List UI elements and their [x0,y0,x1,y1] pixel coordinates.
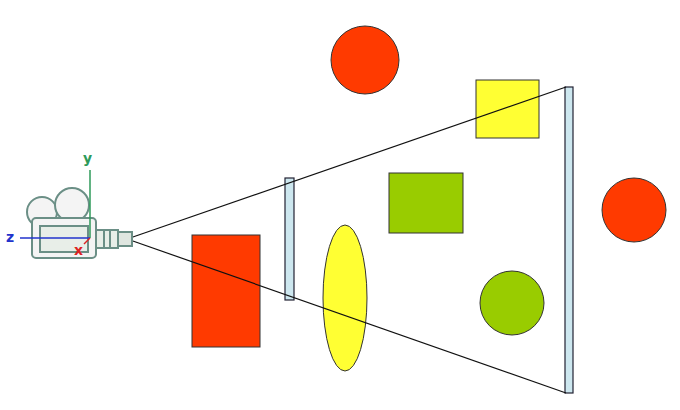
axis-label-z: z [6,229,14,245]
frustum-edge [130,240,566,393]
green-box [389,173,463,233]
axis-label-y: y [83,150,92,166]
frustum-edge [130,87,566,238]
yellow-cube [476,80,539,138]
x-axis [84,238,90,244]
y-axis [89,170,91,238]
camera-icon [27,188,132,258]
axis-label-x: x [74,242,83,258]
red-sphere-outside [602,178,666,242]
green-sphere [480,271,544,335]
near-plane [285,178,294,300]
red-box [192,235,260,347]
z-axis [20,237,90,239]
red-sphere [331,26,399,94]
far-plane [565,87,573,393]
yellow-ellipsoid [323,225,367,371]
